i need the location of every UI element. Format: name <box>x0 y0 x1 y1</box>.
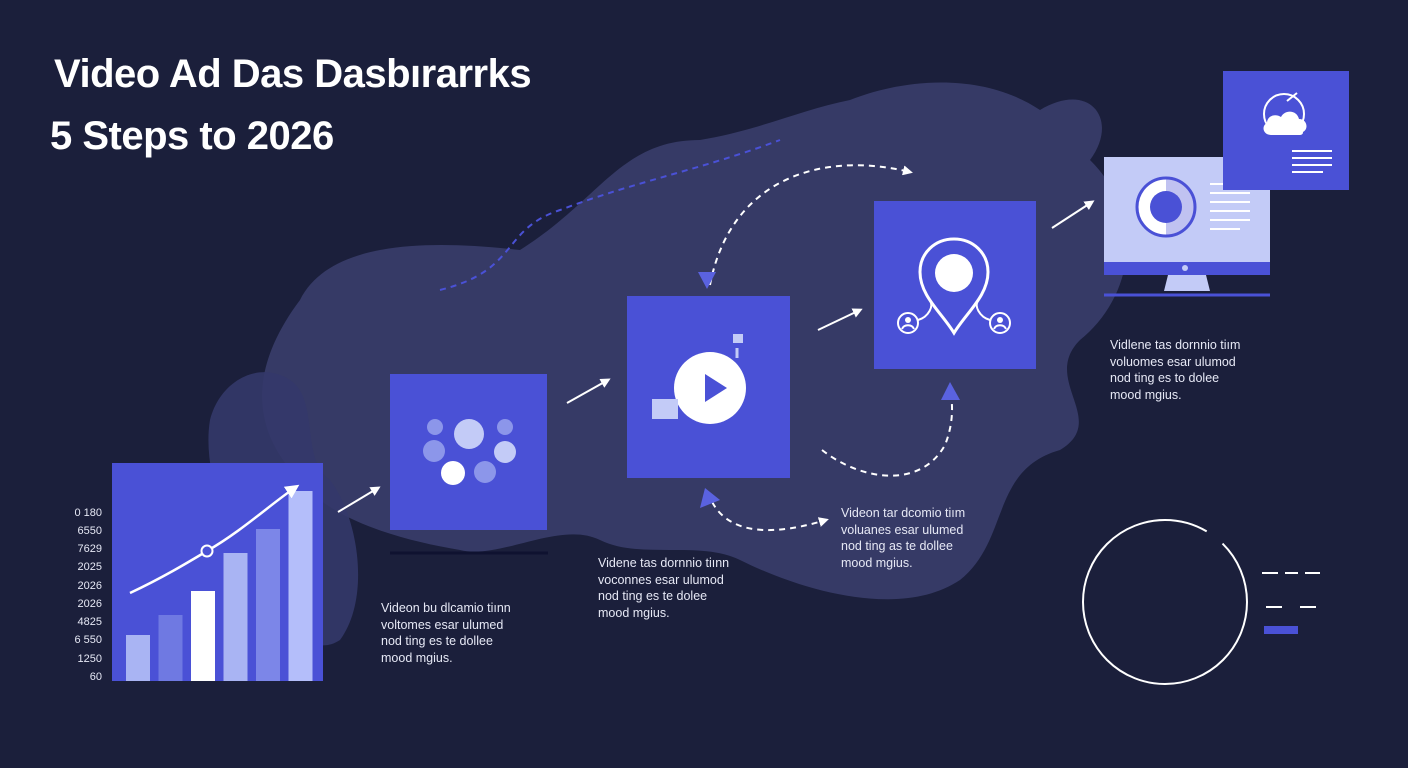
dashed-connector-lower <box>707 491 829 531</box>
desc-line: mood mgius. <box>598 605 670 620</box>
step-description-3: Videon tar dcomio tiım voluanes esar ulu… <box>841 505 965 571</box>
page-title: Video Ad Das Dasbırarrks <box>54 52 532 96</box>
chart-bar <box>256 529 280 681</box>
arrow-marker-lower <box>700 488 720 508</box>
desc-line: Videon tar dcomio tiım <box>841 506 966 520</box>
desc-line: nod ting es te dolee <box>598 589 708 603</box>
desc-line: mood mgius. <box>1110 387 1182 402</box>
y-tick-label: 2026 <box>77 580 102 592</box>
y-tick-label: 4825 <box>77 616 102 628</box>
desc-line: Vidlene tas dornnio tiım <box>1110 338 1241 352</box>
dashed-connector-right <box>821 387 953 477</box>
desc-line: Videne tas dornnio tiınn <box>598 556 730 570</box>
step-card-2 <box>627 296 790 478</box>
arrow-step1-to-step2 <box>566 378 611 404</box>
step-description-1: Videon bu dlcamio tiınn voltomes esar ul… <box>381 600 511 666</box>
desc-line: voluomes esar ulumod <box>1110 354 1236 369</box>
chart-bar <box>126 635 150 681</box>
desc-line: voconnes esar ulumod <box>598 572 724 587</box>
bar-chart-card <box>112 463 323 681</box>
dashed-connector-top <box>439 139 781 291</box>
cloud-card <box>1223 71 1349 190</box>
desc-line: Videon bu dlcamio tiınn <box>381 601 511 615</box>
y-tick-label: 7629 <box>77 543 102 555</box>
arrow-chart-to-step1 <box>337 486 381 513</box>
y-tick-label: 60 <box>89 671 102 683</box>
chart-bar <box>288 491 313 681</box>
location-pin-icon <box>897 237 1011 336</box>
desc-line: mood mgius. <box>841 555 913 570</box>
arrow-step2-to-step3 <box>817 308 863 331</box>
bar-chart <box>126 484 313 681</box>
step-description-4: Vidlene tas dornnio tiım voluomes esar u… <box>1110 337 1240 403</box>
trend-point <box>200 544 214 558</box>
y-tick-label: 2025 <box>77 561 102 573</box>
desc-line: voltomes esar ulumed <box>381 617 504 632</box>
desc-line: nod ting as te dollee <box>841 539 953 553</box>
y-tick-label: 6 550 <box>74 634 102 646</box>
play-icon <box>652 334 746 424</box>
y-tick-label: 1250 <box>77 653 102 665</box>
page-subtitle: 5 Steps to 2026 <box>50 114 334 158</box>
arrow-marker-right <box>941 382 960 400</box>
desc-line: mood mgius. <box>381 650 453 665</box>
step-card-3 <box>874 201 1036 369</box>
arrow-step3-to-step4 <box>1051 200 1095 229</box>
chart-bar <box>223 553 248 681</box>
desc-line: nod ting es te dollee <box>381 634 493 648</box>
y-tick-label: 0 180 <box>74 507 102 519</box>
cloud-icon <box>1263 92 1332 173</box>
chart-bar <box>158 615 183 681</box>
y-tick-label: 2026 <box>77 598 102 610</box>
chart-bar <box>191 591 215 681</box>
step-card-1 <box>390 374 547 530</box>
desc-line: voluanes esar ulumed <box>841 522 964 537</box>
desc-line: nod ting es to dolee <box>1110 371 1220 385</box>
step-description-2: Videne tas dornnio tiınn voconnes esar u… <box>598 555 729 621</box>
dashed-connector-arc <box>709 164 913 286</box>
arrow-marker-top <box>698 272 716 289</box>
y-tick-label: 6550 <box>77 525 102 537</box>
dots-cluster-icon <box>423 419 516 485</box>
